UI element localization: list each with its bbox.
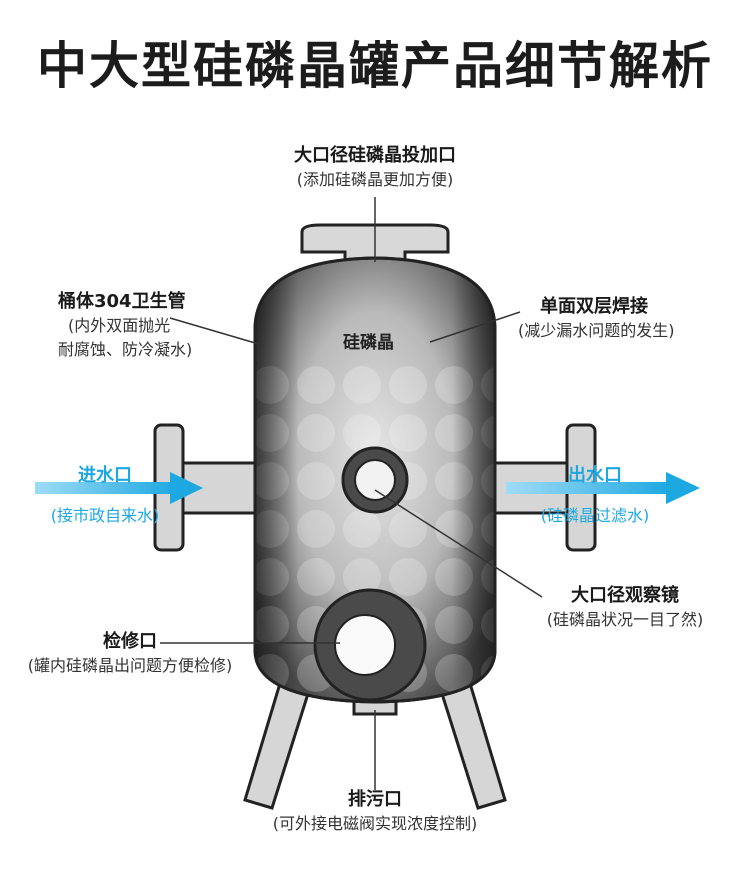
callout-sub: (硅磷晶过滤水) <box>540 506 650 525</box>
callout-sub: (接市政自来水) <box>50 506 160 525</box>
sight-glass <box>341 446 409 514</box>
callout-sub: (罐内硅磷晶出问题方便检修) <box>27 656 233 675</box>
callout-sight-glass: 大口径观察镜 (硅磷晶状况一目了然) <box>525 584 725 632</box>
callout-welding: 单面双层焊接 (减少漏水问题的发生) <box>518 295 675 343</box>
callout-water-out: 出水口 (硅磷晶过滤水) <box>520 464 670 528</box>
callout-drain: 排污口 (可外接电磁阀实现浓度控制) <box>225 788 525 836</box>
callout-sub: (内外双面抛光 <box>68 316 171 335</box>
callout-sub: (减少漏水问题的发生) <box>518 321 675 340</box>
callout-top-inlet: 大口径硅磷晶投加口 (添加硅磷晶更加方便) <box>225 144 525 192</box>
callout-body-material: 桶体304卫生管 (内外双面抛光 耐腐蚀、防冷凝水) <box>58 290 192 362</box>
callout-inspection: 检修口 (罐内硅磷晶出问题方便检修) <box>0 630 260 678</box>
page-title: 中大型硅磷晶罐产品细节解析 <box>37 37 713 95</box>
leader-lines <box>160 197 543 790</box>
callout-water-in: 进水口 (接市政自来水) <box>30 464 180 528</box>
callout-heading: 大口径观察镜 <box>571 585 679 606</box>
callout-heading: 单面双层焊接 <box>540 296 648 317</box>
callout-heading: 排污口 <box>348 789 402 810</box>
callout-heading: 进水口 <box>78 465 132 486</box>
callout-heading: 出水口 <box>568 465 622 486</box>
outlet-arrow <box>506 472 700 504</box>
callout-heading: 检修口 <box>103 631 157 652</box>
callout-sub: 耐腐蚀、防冷凝水) <box>58 340 193 359</box>
callout-heading: 桶体304卫生管 <box>58 291 186 312</box>
inspection-port <box>313 588 427 702</box>
callout-sub: (可外接电磁阀实现浓度控制) <box>272 814 478 833</box>
callout-sub: (添加硅磷晶更加方便) <box>296 170 454 189</box>
inlet-arrow <box>35 472 203 504</box>
callout-sub: (硅磷晶状况一目了然) <box>546 610 704 629</box>
tank-label: 硅磷晶 <box>343 333 394 353</box>
callout-heading: 大口径硅磷晶投加口 <box>294 145 456 166</box>
